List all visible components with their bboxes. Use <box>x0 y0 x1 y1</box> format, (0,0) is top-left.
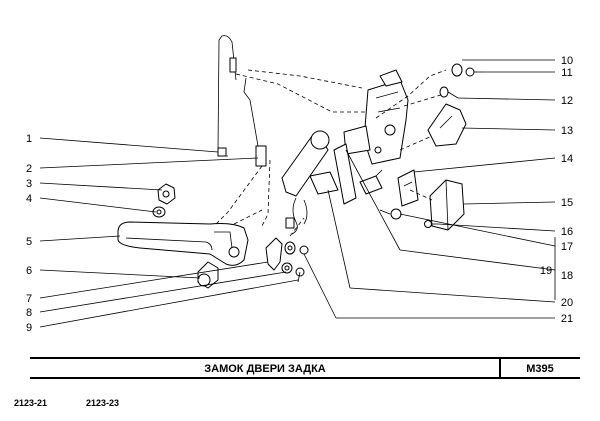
title-block: ЗАМОК ДВЕРИ ЗАДКА M395 <box>30 357 580 379</box>
callout-15: 15 <box>561 197 573 209</box>
assembly-lines <box>215 69 447 237</box>
screw-17 <box>379 208 402 220</box>
lever <box>265 237 283 271</box>
lock-actuator <box>281 130 339 235</box>
callout-17: 17 <box>561 241 573 253</box>
callout-13: 13 <box>561 125 573 137</box>
bracket-15 <box>429 179 465 231</box>
callout-8: 8 <box>26 307 32 319</box>
model-list: 2123-21 2123-23 <box>14 398 119 408</box>
callout-7: 7 <box>26 293 32 305</box>
callout-11: 11 <box>561 67 572 79</box>
callout-3: 3 <box>26 178 32 190</box>
callout-14: 14 <box>561 153 573 165</box>
leader-lines <box>39 59 556 328</box>
callout-6: 6 <box>26 265 32 277</box>
callout-18: 18 <box>561 270 573 282</box>
left-callouts: 1 2 3 4 5 6 7 8 9 <box>26 133 32 334</box>
callout-1: 1 <box>26 133 32 145</box>
callout-4: 4 <box>26 193 32 205</box>
bracket-14 <box>397 169 419 207</box>
callout-19: 19 <box>540 265 552 277</box>
screw-16 <box>424 220 438 228</box>
screw-12 <box>439 86 459 99</box>
connector <box>359 169 383 195</box>
washer-10 <box>451 63 463 77</box>
nut <box>157 183 176 205</box>
screw-11 <box>465 67 484 77</box>
diagram-code: M395 <box>526 363 554 375</box>
callout-10: 10 <box>561 55 573 67</box>
model-2123-23: 2123-23 <box>86 398 119 408</box>
striker <box>427 103 467 147</box>
callout-12: 12 <box>561 95 573 107</box>
model-2123-21: 2123-21 <box>14 398 47 408</box>
small-washer <box>284 241 296 255</box>
diagram-title: ЗАМОК ДВЕРИ ЗАДКА <box>204 363 326 375</box>
callout-16: 16 <box>561 226 573 238</box>
door-handle <box>117 221 249 266</box>
lock-cylinder <box>197 261 219 289</box>
door-lock <box>333 69 409 205</box>
screw <box>295 267 305 283</box>
control-rod <box>243 77 267 167</box>
callout-5: 5 <box>26 236 32 248</box>
washer <box>152 206 166 218</box>
right-callouts: 10 11 12 13 14 15 16 17 19 18 20 21 <box>540 55 573 325</box>
callout-20: 20 <box>561 297 573 309</box>
callout-9: 9 <box>26 322 32 334</box>
screw-2 <box>299 245 309 255</box>
small-washer-2 <box>281 262 293 274</box>
lock-rod <box>217 35 237 157</box>
callout-2: 2 <box>26 163 32 175</box>
callout-21: 21 <box>561 313 573 325</box>
